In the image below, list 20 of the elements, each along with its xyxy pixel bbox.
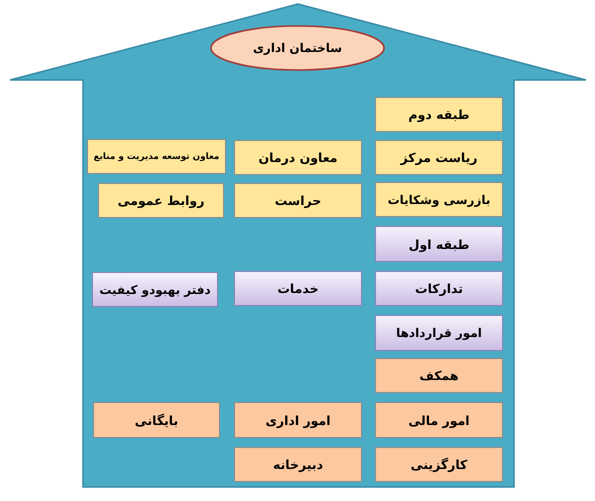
department-box: حراست (234, 183, 362, 218)
department-box: خدمات (234, 271, 362, 306)
department-box: معاون توسعه مدیریت و منابع (87, 139, 226, 174)
department-box: تدارکات (375, 271, 503, 306)
department-box: دفتر بهبودو کیفیت (92, 272, 218, 307)
department-box: ریاست مرکز (375, 140, 503, 175)
department-box: بایگانی (93, 402, 220, 438)
department-box: امور مالی (375, 402, 503, 438)
department-box: روابط عمومی (98, 183, 224, 218)
floor-box: طبقه دوم (375, 97, 503, 132)
department-box: امور قراردادها (375, 315, 503, 351)
title-ellipse: ساختمان اداری (210, 25, 385, 71)
department-box: امور اداری (234, 402, 362, 438)
floor-box: همکف (375, 358, 503, 393)
department-box: بازرسی وشکایات (375, 182, 503, 217)
house-shape (9, 3, 587, 489)
floor-box: طبقه اول (375, 226, 503, 262)
department-box: کارگزینی (375, 447, 503, 482)
department-box: معاون درمان (234, 140, 362, 175)
department-box: دبیرخانه (234, 447, 362, 482)
